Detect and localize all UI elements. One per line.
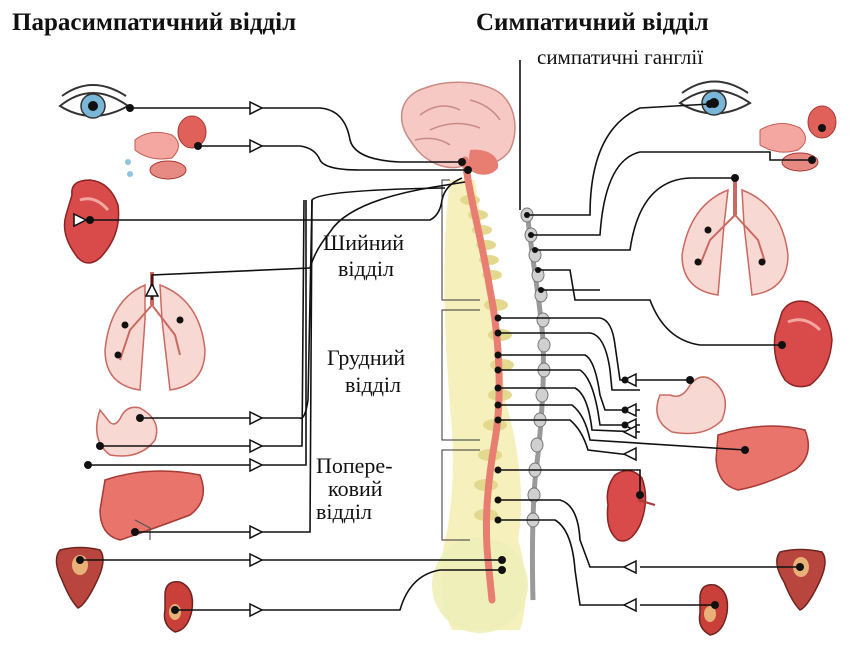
right-lungs-icon: [682, 178, 788, 295]
left-eye-icon: [60, 85, 128, 118]
lumbar-label-line1: Попере-: [316, 455, 393, 477]
right-eye-icon: [680, 82, 750, 116]
sympathetic-title: Симпатичний відділ: [476, 10, 709, 35]
cervical-label-line2: відділ: [338, 258, 394, 280]
left-rectum-icon: [164, 582, 192, 632]
right-stomach-icon: [657, 377, 725, 434]
lumbar-label-line3: відділ: [316, 501, 372, 523]
ganglia-label: симпатичні ганглії: [537, 47, 703, 68]
thoracic-label-line2: відділ: [345, 374, 401, 396]
right-bladder-icon: [777, 550, 825, 611]
left-salivary-gland-icon: [125, 116, 206, 179]
parasympathetic-title: Парасимпатичний відділ: [12, 10, 296, 35]
right-rectum-icon: [699, 585, 727, 635]
cervical-label-line1: Шийний: [323, 232, 404, 254]
thoracic-label-line1: Грудний: [327, 347, 405, 369]
parasympathetic-nerves: [80, 108, 502, 610]
right-salivary-gland-icon: [760, 106, 836, 171]
right-kidney-icon: [607, 471, 655, 541]
left-liver-icon: [100, 471, 203, 540]
left-stomach-icon: [97, 407, 157, 456]
right-liver-icon: [716, 426, 808, 490]
lumbar-label-line2: ковий: [328, 478, 383, 500]
spine-illustration: [402, 82, 550, 633]
